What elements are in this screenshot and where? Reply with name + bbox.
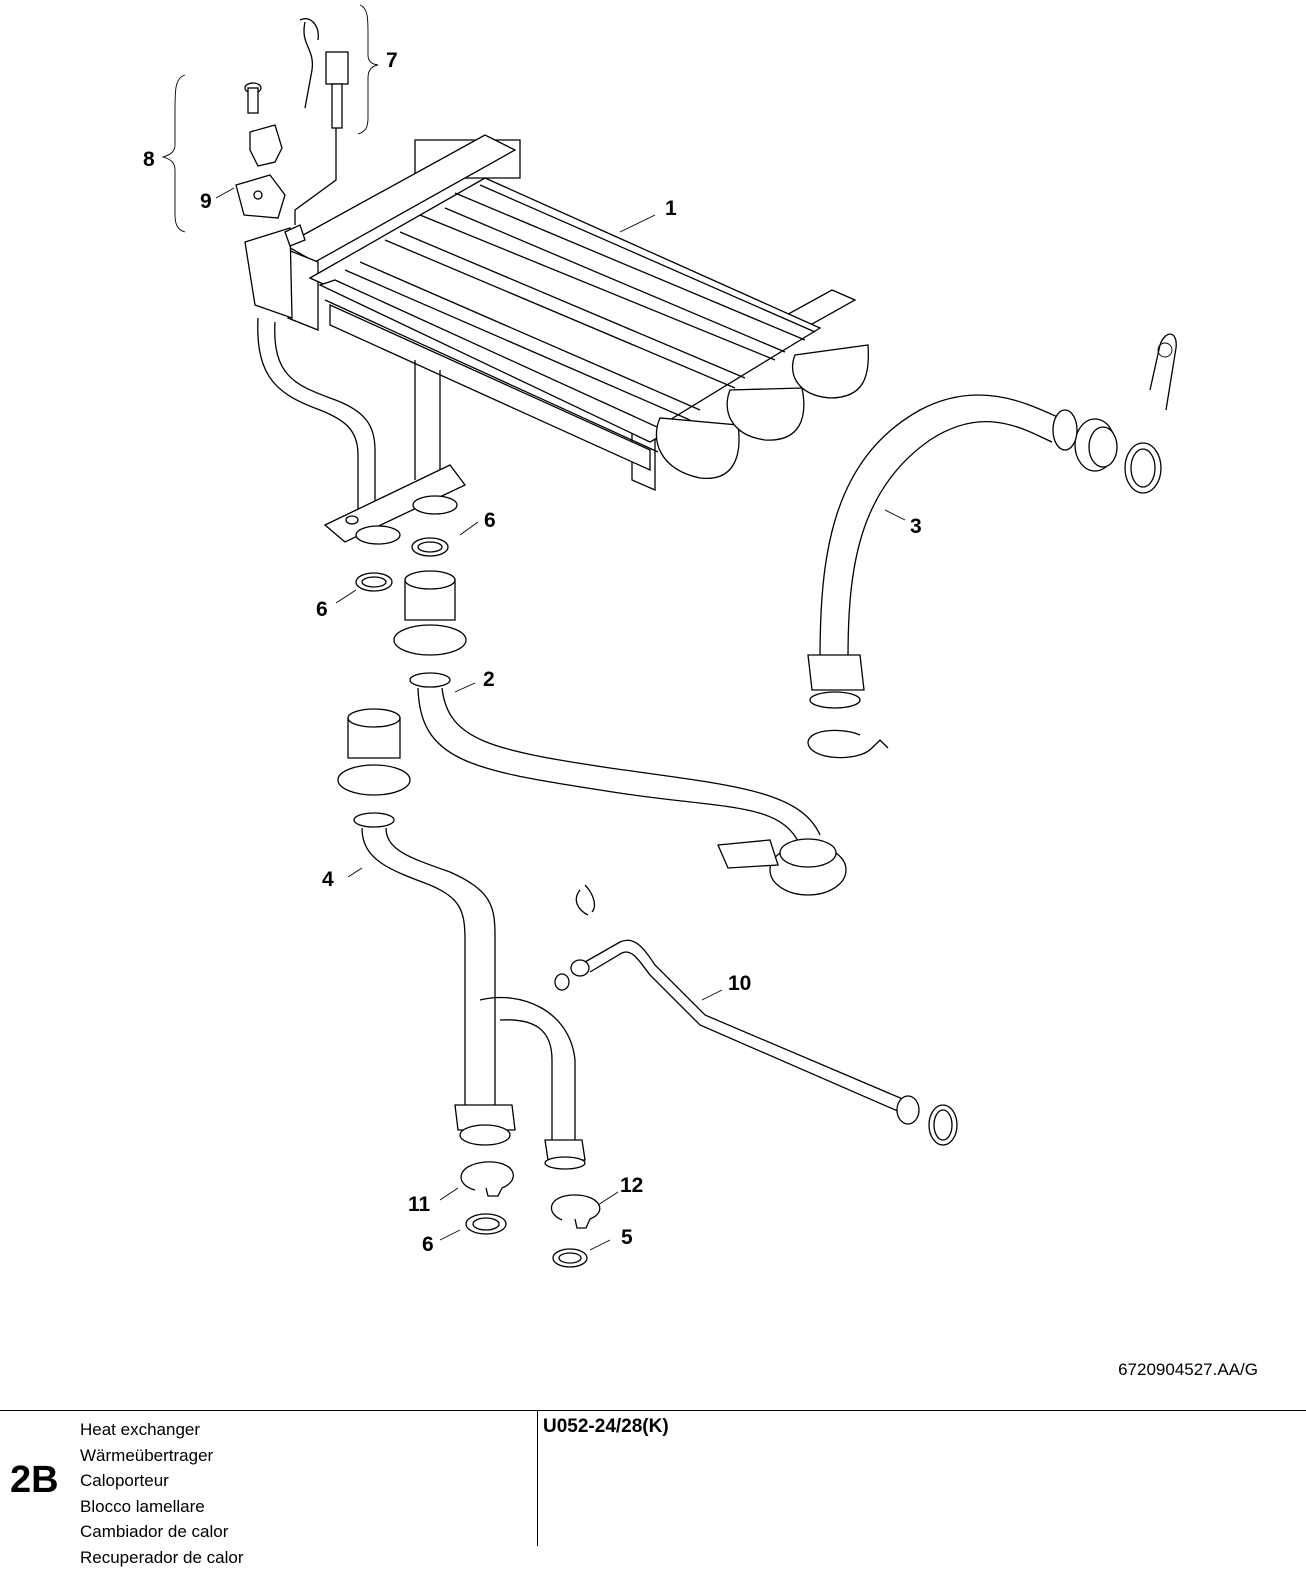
brace-8 <box>163 75 185 232</box>
model-number: U052-24/28(K) <box>543 1416 669 1438</box>
callout-9: 9 <box>200 190 212 213</box>
screw-part <box>245 83 261 113</box>
callout-5: 5 <box>621 1226 633 1249</box>
seal-5 <box>553 1249 587 1267</box>
part-name-list: Heat exchanger Wärmeübertrager Caloporte… <box>80 1417 243 1570</box>
callout-1: 1 <box>665 197 677 220</box>
footer-divider <box>537 1411 538 1546</box>
callout-8: 8 <box>143 148 155 171</box>
callout-11: 11 <box>408 1193 431 1216</box>
callout-7: 7 <box>386 49 398 72</box>
clip-11 <box>461 1162 513 1196</box>
pipe-3-part <box>808 395 1117 708</box>
part-name-pt: Recuperador de calor <box>80 1545 243 1570</box>
callout-6-lower: 6 <box>422 1233 434 1256</box>
pipe-4-part <box>338 709 585 1169</box>
footer-table: 2B Heat exchanger Wärmeübertrager Calopo… <box>0 1410 1306 1546</box>
callout-6-upper: 6 <box>484 509 496 532</box>
electrode-part <box>295 19 348 225</box>
seal-6-middle <box>356 573 392 591</box>
heat-exchanger-part <box>245 135 868 544</box>
seal-6-lower <box>466 1214 506 1234</box>
pipe-3-retainer-clip <box>808 730 888 757</box>
callout-3: 3 <box>910 515 922 538</box>
drawing-code: 6720904527.AA/G <box>1118 1360 1258 1380</box>
callout-2: 2 <box>483 668 495 691</box>
callout-12: 12 <box>620 1174 643 1197</box>
part-name-en: Heat exchanger <box>80 1417 243 1443</box>
bracket-part <box>236 175 285 218</box>
clip-part <box>250 125 282 166</box>
pipe-3-seal <box>1125 443 1161 493</box>
callout-10: 10 <box>728 972 751 995</box>
pipe-10-part <box>555 885 957 1145</box>
part-name-es: Cambiador de calor <box>80 1519 243 1545</box>
callout-6-middle: 6 <box>316 598 328 621</box>
brace-7 <box>358 5 378 134</box>
part-name-it: Blocco lamellare <box>80 1494 243 1520</box>
exploded-parts-diagram: 1 2 3 4 5 6 6 6 7 8 9 10 11 12 <box>0 0 1306 1400</box>
clip-12 <box>551 1195 599 1228</box>
seal-6-upper <box>412 538 448 556</box>
pipe-3-clip <box>1150 334 1176 410</box>
part-name-fr: Caloporteur <box>80 1468 243 1494</box>
part-name-de: Wärmeübertrager <box>80 1443 243 1469</box>
pipe-2-part <box>394 571 846 895</box>
section-number: 2B <box>10 1459 59 1502</box>
callout-4: 4 <box>322 868 334 891</box>
